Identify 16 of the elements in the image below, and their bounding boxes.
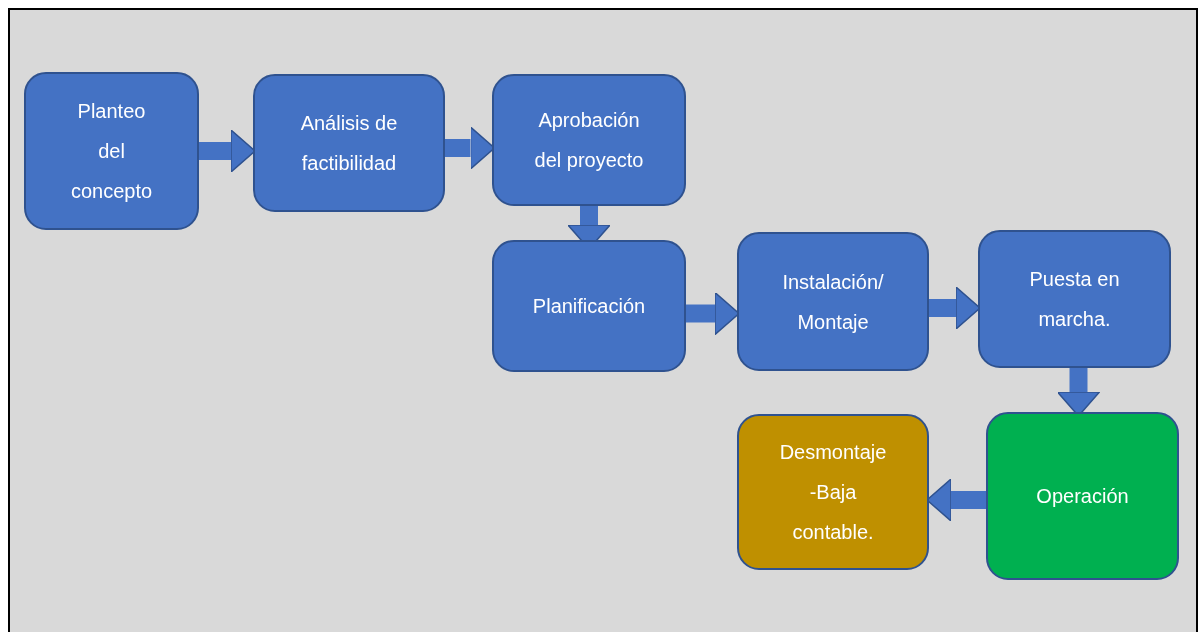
- process-box: [253, 74, 445, 212]
- step-label: Instalación/ Montaje: [781, 269, 885, 335]
- step-label: Análisis de factibilidad: [299, 111, 399, 176]
- process-box: [24, 72, 199, 230]
- step-label: Planificación: [532, 294, 646, 319]
- process-box: [492, 74, 686, 206]
- process-box: [978, 230, 1171, 368]
- step-label: Aprobación del proyecto: [533, 108, 645, 173]
- step-label: Planteo del concepto: [70, 99, 153, 204]
- step-label: Puesta en marcha.: [1028, 267, 1121, 332]
- step-label: Operación: [1036, 484, 1129, 509]
- process-box: [986, 412, 1179, 580]
- step-label: Desmontaje -Baja contable.: [778, 440, 888, 545]
- process-box: [737, 414, 929, 570]
- process-box: [492, 240, 686, 372]
- process-box: [737, 232, 929, 371]
